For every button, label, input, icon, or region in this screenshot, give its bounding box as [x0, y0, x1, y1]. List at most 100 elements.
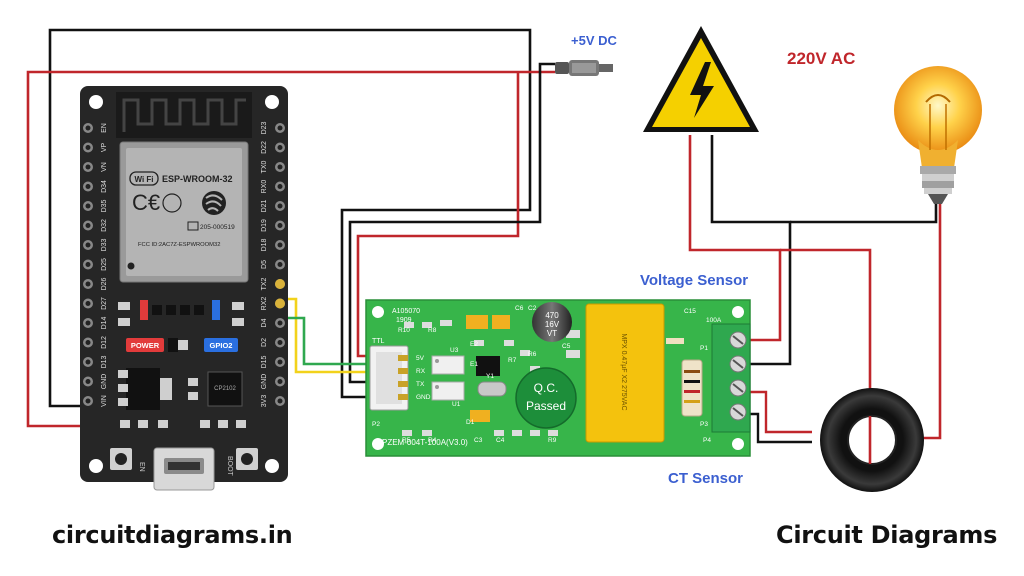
boot-button-label: BOOT [226, 456, 233, 477]
ttl-pin [398, 381, 408, 387]
wire-gnd-black [48, 28, 532, 408]
gpio-label: GPIO2 [210, 341, 233, 350]
left-pin-label: GND [101, 374, 108, 390]
ttl-pin [398, 368, 408, 374]
pcb-label-c3: C3 [474, 437, 483, 444]
right-pin-label: D23 [261, 121, 268, 134]
right-pin-label: D21 [261, 199, 268, 212]
cap-line-1: 470 [545, 311, 559, 320]
optocoupler-2 [431, 381, 465, 401]
wire-ct-black [742, 412, 812, 444]
pcb-label-p2: P2 [372, 421, 380, 428]
cap-line-2: 16V [545, 320, 560, 329]
dc-supply-label: +5V DC [571, 33, 617, 48]
right-pin-label: D15 [261, 355, 268, 368]
qc-line-2: Passed [526, 399, 566, 413]
pcb-label-c6: C6 [515, 305, 524, 312]
footer-website: circuitdiagrams.in [52, 521, 293, 549]
pcb-label-c2: C2 [528, 305, 537, 312]
voltage-regulator [126, 368, 160, 410]
pcb-label-p1: P1 [700, 345, 708, 352]
ttl-pin [398, 355, 408, 361]
right-pin-label: GND [261, 374, 268, 390]
ttl-pin-label: RX [416, 368, 426, 375]
lightning-bolt-icon [690, 62, 714, 118]
terminal-label: 100A [706, 317, 722, 324]
cp2102-chip [207, 371, 243, 407]
right-pin-label: D2 [261, 338, 268, 347]
pcb-label-r6: R6 [528, 351, 537, 358]
pzem-model: PZEM-004T-100A(V3.0) [382, 438, 468, 447]
left-pin-label: D32 [101, 219, 108, 232]
right-pin-label: D4 [261, 318, 268, 327]
power-label: POWER [131, 341, 160, 350]
gpio2-led-label [204, 338, 238, 352]
power-led-label [126, 338, 164, 352]
ttl-pin-label: GND [416, 394, 431, 401]
left-pin-label: EN [101, 123, 108, 133]
right-pin-label: TX2 [261, 277, 268, 290]
chip-label: CP2102 [214, 386, 236, 392]
left-pin-label: D25 [101, 258, 108, 271]
wire-ac-black-2 [790, 200, 938, 224]
left-pin-label: D27 [101, 297, 108, 310]
ttl-pin [398, 394, 408, 400]
ct-sensor-label: CT Sensor [668, 470, 743, 487]
en-button-label: EN [138, 462, 145, 472]
ac-supply-label: 220V AC [787, 49, 855, 68]
footer-brand: Circuit Diagrams [776, 521, 998, 549]
electrolytic-capacitor [532, 302, 572, 342]
cert-seal-icon [162, 193, 182, 213]
wifi-icon [129, 171, 159, 186]
left-pin-label: D14 [101, 316, 108, 329]
wire-ct-red [742, 390, 812, 434]
pcb-label-r5: R5 [402, 437, 411, 444]
pcb-label-c5: C5 [562, 343, 571, 350]
left-pin-label: VP [101, 143, 108, 153]
ttl-pin-label: 5V [416, 355, 425, 362]
left-pin-label: D26 [101, 277, 108, 290]
high-voltage-warning-sign [643, 26, 759, 132]
optocoupler-1 [431, 355, 465, 375]
pcb-label-r8: R8 [428, 327, 437, 334]
fcc-id: FCC ID:2AC7Z-ESPWROOM32 [138, 242, 220, 248]
wire-tx2-yellow [282, 297, 408, 374]
pcb-label-c4: C4 [496, 437, 505, 444]
pzem-code-top: A105070 [392, 308, 420, 315]
module-name: ESP-WROOM-32 [162, 174, 233, 184]
left-pin-label: D35 [101, 199, 108, 212]
left-pin-label: D33 [101, 238, 108, 251]
pcb-label-r4: R4 [428, 437, 437, 444]
left-pin-label: VN [101, 162, 108, 172]
qc-passed-sticker [515, 367, 577, 429]
left-pin-label: VIN [101, 395, 108, 407]
left-pin-label: D34 [101, 180, 108, 193]
right-pin-label: 3V3 [261, 395, 268, 408]
cap-line-3: VT [547, 329, 557, 338]
esp32-board: Wi Fi ESP-WROOM-32 C€ 205-000519 FCC ID:… [80, 86, 288, 491]
esp32-right-header: D23D22TX0RX0D21D19D18D5TX2RX2D4D2D15GND3… [261, 121, 285, 407]
crystal [477, 381, 507, 397]
voltage-sensor-label: Voltage Sensor [640, 272, 748, 289]
pcb-label-r7: R7 [508, 357, 517, 364]
right-pin-label: TX0 [261, 160, 268, 173]
ttl-label: TTL [372, 338, 385, 345]
ce-mark-icon: C€ [132, 190, 160, 215]
film-capacitor [585, 303, 665, 443]
wifi-badge-text: Wi Fi [134, 175, 153, 184]
wire-dc-black [348, 62, 555, 384]
right-pin-label: D5 [261, 260, 268, 269]
right-pin-label: D18 [261, 238, 268, 251]
wire-vin-red [26, 70, 555, 428]
pcb-label-e2: E2 [470, 341, 478, 348]
pcb-label-r9: R9 [548, 437, 557, 444]
pcb-label-u3: U3 [450, 347, 459, 354]
pcb-label-y1: Y1 [486, 373, 494, 380]
pcb-label-c15: C15 [684, 308, 696, 315]
left-pin-label: D12 [101, 336, 108, 349]
current-transformer [820, 388, 924, 492]
left-pin-label: D13 [101, 355, 108, 368]
light-bulb [894, 66, 982, 204]
